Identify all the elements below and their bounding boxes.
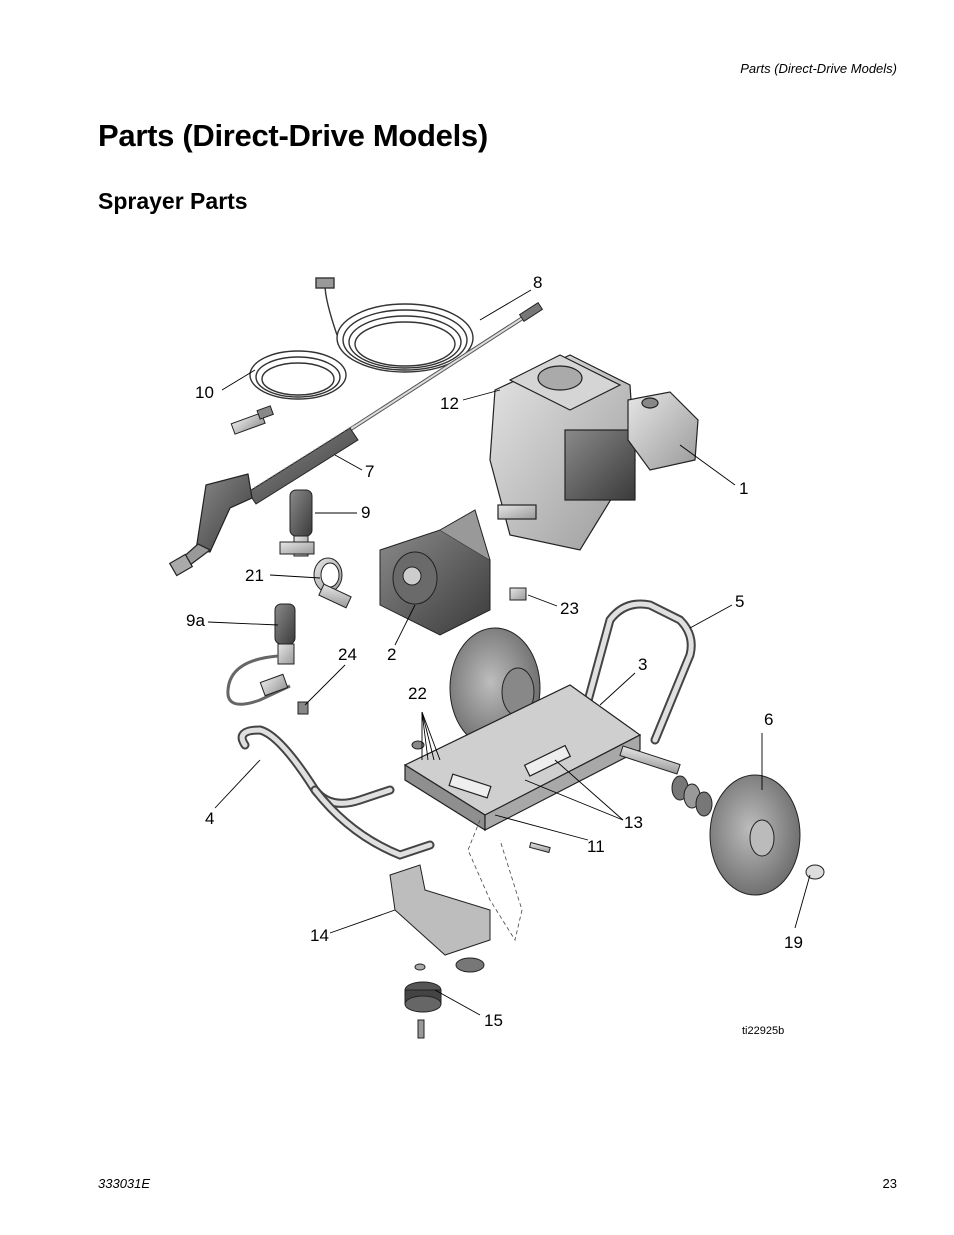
callout-5: 5 — [735, 592, 745, 611]
front-frame — [237, 725, 435, 860]
bolt-11 — [528, 841, 551, 854]
callout-8: 8 — [533, 273, 543, 292]
document-number: 333031E — [98, 1176, 151, 1191]
callout-11: 11 — [587, 837, 605, 856]
callout-3: 3 — [638, 655, 648, 674]
callout-1: 1 — [739, 479, 749, 498]
nuts-22 — [411, 740, 425, 750]
callout-2: 2 — [387, 645, 397, 664]
base-plate — [403, 684, 642, 832]
running-header: Parts (Direct-Drive Models) — [740, 61, 897, 76]
callout-22: 22 — [408, 684, 427, 703]
callout-21: 21 — [245, 566, 264, 585]
exploded-parts-diagram: 8 10 12 7 1 9 21 23 5 9a 24 2 3 22 6 4 1… — [150, 260, 850, 1060]
page-number: 23 — [882, 1176, 897, 1191]
callout-7: 7 — [365, 462, 375, 481]
engine — [489, 354, 699, 551]
callout-12: 12 — [440, 394, 459, 413]
callout-24: 24 — [338, 645, 357, 664]
callout-6: 6 — [764, 710, 774, 729]
page-title: Parts (Direct-Drive Models) — [98, 118, 488, 153]
spray-gun — [168, 473, 253, 577]
unloader-valve-9a — [226, 603, 309, 715]
quick-connector — [230, 405, 274, 435]
bumper-foot — [404, 963, 442, 1039]
callout-9: 9 — [361, 503, 371, 522]
leader-lines — [207, 289, 811, 1016]
callout-14: 14 — [310, 926, 329, 945]
spray-wand — [247, 301, 544, 505]
hose-coil — [315, 277, 474, 373]
bracket — [389, 864, 491, 973]
callout-15: 15 — [484, 1011, 503, 1030]
handle-frame-5-hl — [577, 601, 694, 743]
callout-23: 23 — [560, 599, 579, 618]
pump — [379, 509, 491, 636]
figure-id: ti22925b — [742, 1025, 785, 1037]
section-title: Sprayer Parts — [98, 188, 248, 214]
callout-13: 13 — [624, 813, 643, 832]
parts-illustration — [168, 277, 825, 1039]
callout-10: 10 — [195, 383, 214, 402]
axle-assembly — [619, 745, 825, 896]
unloader-valve — [279, 489, 315, 557]
callout-19: 19 — [784, 933, 803, 952]
pressure-gauge — [313, 557, 352, 609]
callout-9a: 9a — [186, 611, 205, 630]
small-hose-coil — [249, 350, 347, 400]
fitting-23 — [509, 587, 527, 601]
dashed-guide — [467, 819, 523, 942]
callout-4: 4 — [205, 809, 215, 828]
